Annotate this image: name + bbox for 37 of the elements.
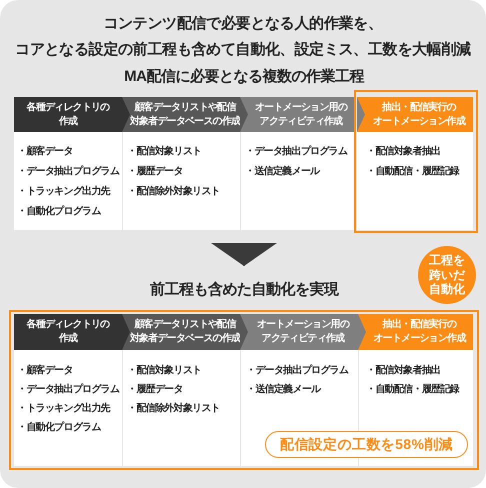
list-item: ・送信定義メール	[245, 165, 320, 179]
process-column	[14, 97, 122, 230]
step-header: 抽出・配信実行のオートメーション作成	[357, 97, 473, 132]
list-item: ・トラッキング出力先	[17, 402, 110, 416]
step-header: 抽出・配信実行のオートメーション作成	[358, 314, 473, 350]
list-item: ・配信対象者抽出	[366, 364, 440, 378]
list-item: ・自動配信・履歴記録	[366, 165, 460, 179]
list-item: ・データ抽出プログラム	[246, 364, 348, 378]
process-column	[122, 314, 240, 466]
process-column	[240, 97, 354, 230]
list-item: ・顧客データ	[17, 364, 73, 378]
list-item: ・自動化プログラム	[17, 421, 101, 435]
highlight-frame	[354, 90, 478, 233]
step-header: オートメーション用のアクティビティ作成	[240, 97, 354, 132]
section-heading: MA配信に必要となる複数の作業工程	[124, 67, 364, 87]
list-item: ・自動配信・履歴記録	[366, 383, 460, 397]
list-item: ・履歴データ	[127, 165, 183, 179]
arrow	[211, 243, 277, 266]
list-item: ・配信対象リスト	[127, 364, 202, 378]
list-item: ・データ抽出プログラム	[245, 145, 348, 159]
list-item: ・配信除外対象リスト	[127, 185, 220, 199]
list-item: ・配信除外対象リスト	[127, 402, 220, 416]
list-item: ・データ抽出プログラム	[17, 383, 120, 397]
list-item: ・顧客データ	[17, 145, 73, 159]
list-item: ・自動化プログラム	[17, 205, 101, 219]
process-column	[122, 97, 240, 230]
title: コンテンツ配信で必要となる人的作業を、コアとなる設定の前工程も含めて自動化、設定ミス、工数を大幅削減	[14, 14, 472, 60]
list-item: ・履歴データ	[127, 383, 183, 397]
circle-badge: 工程を跨いだ自動化	[418, 246, 476, 304]
list-item: ・トラッキング出力先	[17, 185, 110, 199]
list-item: ・配信対象者抽出	[366, 145, 440, 159]
list-item: ・送信定義メール	[246, 383, 320, 397]
section-heading: 前工程も含めた自動化を実現	[150, 280, 338, 300]
callout-pill: 配信設定の工数を58%削減	[265, 431, 468, 458]
list-item: ・データ抽出プログラム	[17, 165, 120, 179]
process-column	[14, 314, 122, 466]
list-item: ・配信対象リスト	[127, 145, 202, 159]
